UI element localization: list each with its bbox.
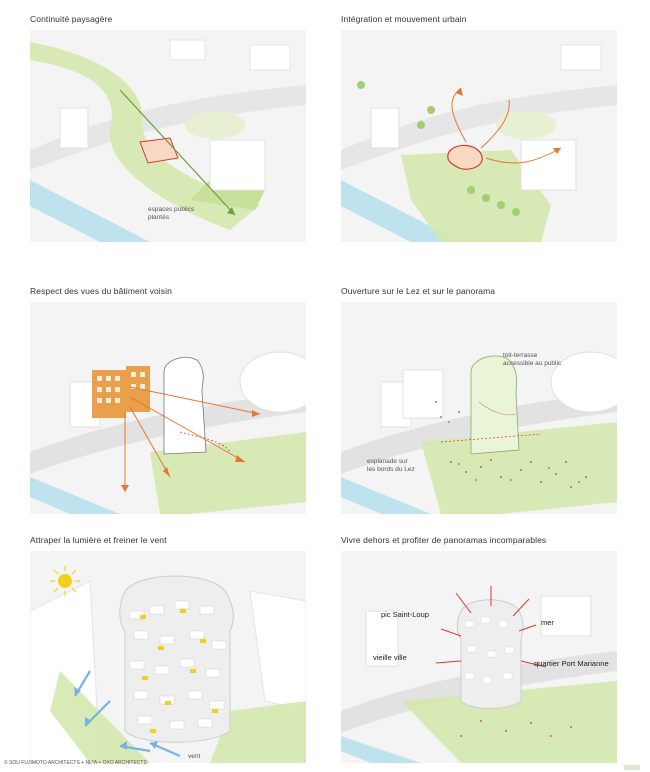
diagram-opening-panorama [341, 302, 617, 514]
label-vieille-ville: vieille ville [373, 653, 407, 662]
label-esplanade: esplanade sur [367, 458, 408, 465]
image-credit: © SOU FUJIMOTO ARCHITECTS + NL*A + OXO A… [4, 760, 147, 766]
label-vent: vent [188, 753, 201, 760]
label-quartier-port-marianne: quartier Port Marianne [534, 659, 609, 668]
label-bords-lez: les bords du Lez [367, 466, 415, 473]
label-accessible-public: accessible au public [503, 360, 562, 367]
corner-swatch [624, 765, 640, 770]
label-plantes: plantés [148, 214, 169, 221]
panel-title: Continuité paysagère [30, 14, 113, 24]
label-pic-saint-loup: pic Saint-Loup [381, 610, 429, 619]
diagram-urban-movement [341, 30, 617, 242]
diagram-light-wind [30, 551, 306, 763]
diagram-landscape-continuity [30, 30, 306, 242]
diagram-panoramas [341, 551, 617, 763]
label-toit-terrasse: toit-terrasse [503, 352, 538, 359]
panel-title: Intégration et mouvement urbain [341, 14, 467, 24]
label-espaces-publics: espaces publics [148, 206, 195, 213]
panel-title: Respect des vues du bâtiment voisin [30, 286, 172, 296]
panel-title: Ouverture sur le Lez et sur le panorama [341, 286, 496, 296]
label-mer: mer [541, 618, 554, 627]
panel-title: Attraper la lumière et freiner le vent [30, 535, 167, 545]
diagram-neighbour-views [30, 302, 306, 514]
panel-title: Vivre dehors et profiter de panoramas in… [341, 535, 547, 545]
